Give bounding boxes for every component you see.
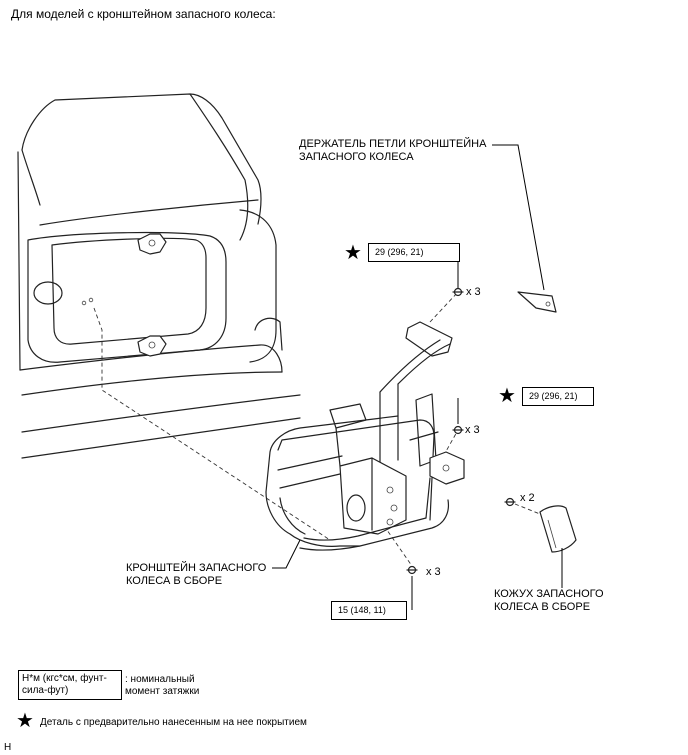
spare-wheel-cover-part [539,505,577,553]
figure-code: H [4,742,12,753]
clip-icon [504,497,516,507]
legend-unit-description: : номинальный момент затяжки [125,674,199,698]
legend-unit-desc-line-1: : номинальный [125,674,195,685]
legend-unit-desc-line-2: момент затяжки [125,686,200,697]
loop-holder-part [517,291,557,313]
torque-box-right: 29 (296, 21) [522,387,594,406]
loop-holder-label: ДЕРЖАТЕЛЬ ПЕТЛИ КРОНШТЕЙНА ЗАПАСНОГО КОЛ… [299,138,486,164]
bolt-icon [406,565,418,575]
qty-top-bolts: x 3 [466,286,481,298]
cover-assy-label: КОЖУХ ЗАПАСНОГО КОЛЕСА В СБОРЕ [494,588,604,614]
qty-right-bolts: x 3 [465,424,480,436]
loop-holder-label-line-1: ДЕРЖАТЕЛЬ ПЕТЛИ КРОНШТЕЙНА [299,138,487,150]
star-icon: ★ [16,710,34,732]
bracket-assy-label-line-2: КОЛЕСА В СБОРЕ [126,575,223,587]
loop-holder-label-line-2: ЗАПАСНОГО КОЛЕСА [299,151,414,163]
legend-star-description: Деталь с предварительно нанесенным на не… [40,717,307,728]
legend-unit-line-2: сила-фут) [22,685,69,696]
vehicle-back-door [17,93,301,459]
torque-box-bottom: 15 (148, 11) [331,601,407,620]
qty-cover-clips: x 2 [520,492,535,504]
star-icon: ★ [344,242,362,264]
torque-box-top: 29 (296, 21) [368,243,460,262]
bolt-icon [452,425,464,435]
bolt-icon [452,287,464,297]
spare-wheel-carrier-bracket [265,321,465,551]
cover-assy-label-line-2: КОЛЕСА В СБОРЕ [494,601,591,613]
bracket-assy-label: КРОНШТЕЙН ЗАПАСНОГО КОЛЕСА В СБОРЕ [126,562,266,588]
qty-bottom-bolts: x 3 [426,566,441,578]
legend-unit-line-1: Н*м (кгс*см, фунт- [22,673,107,684]
page-title: Для моделей с кронштейном запасного коле… [11,7,276,21]
star-icon: ★ [498,385,516,407]
legend-unit-box: Н*м (кгс*см, фунт- сила-фут) [18,670,122,700]
cover-assy-label-line-1: КОЖУХ ЗАПАСНОГО [494,588,604,600]
bracket-assy-label-line-1: КРОНШТЕЙН ЗАПАСНОГО [126,562,267,574]
